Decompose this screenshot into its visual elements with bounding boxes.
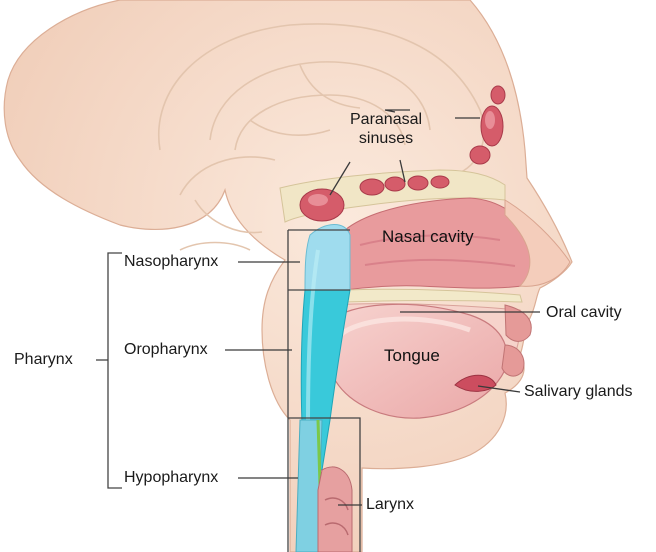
nasopharynx-region bbox=[305, 224, 350, 290]
larynx-region bbox=[318, 467, 352, 552]
salivary-glands-label: Salivary glands bbox=[524, 383, 633, 401]
oral-cavity-label: Oral cavity bbox=[546, 304, 622, 322]
hypopharynx-label: Hypopharynx bbox=[124, 469, 218, 487]
oropharynx-label: Oropharynx bbox=[124, 341, 208, 359]
tongue-label: Tongue bbox=[384, 347, 440, 365]
larynx-label: Larynx bbox=[366, 496, 414, 514]
paranasal-label-line2: sinuses bbox=[350, 129, 422, 148]
pharynx-bracket bbox=[96, 253, 122, 488]
paranasal-sinuses-label: Paranasal sinuses bbox=[350, 110, 422, 148]
nasal-cavity-label: Nasal cavity bbox=[382, 228, 474, 246]
nasopharynx-label: Nasopharynx bbox=[124, 253, 218, 271]
paranasal-label-line1: Paranasal bbox=[350, 110, 422, 129]
pharynx-label: Pharynx bbox=[14, 351, 73, 369]
